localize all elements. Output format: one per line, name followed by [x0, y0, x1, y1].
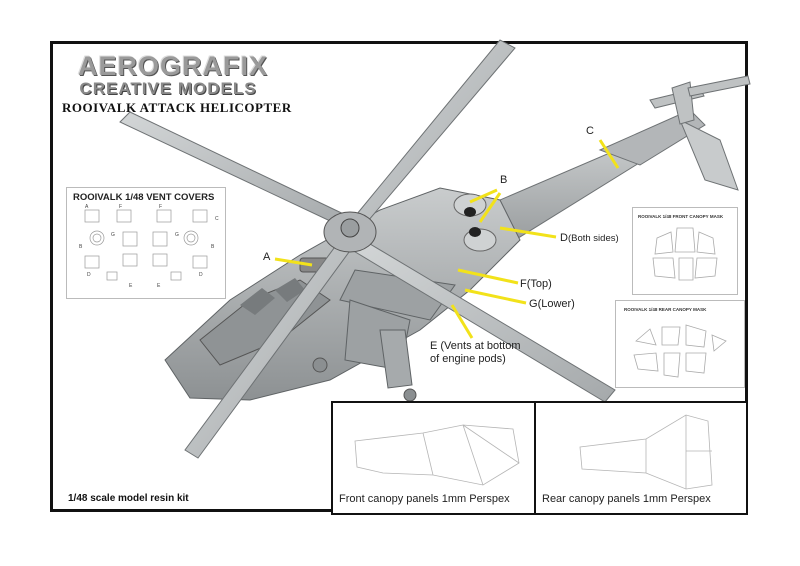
- rear-canopy-caption: Rear canopy panels 1mm Perspex: [542, 493, 711, 505]
- vent-letter: E: [157, 283, 161, 289]
- main-rotor: [119, 39, 616, 459]
- vent-letter: F: [119, 204, 123, 210]
- callout-f: F(Top): [520, 278, 552, 290]
- callout-arrows: [274, 139, 620, 339]
- vent-covers-panel: ROOIVALK 1/48 VENT COVERS A F F C G G B …: [66, 187, 226, 299]
- rear-canopy-mask-panel: ROOIVALK 1/48 REAR CANOPY MASK: [615, 300, 745, 388]
- vent-letter: G: [111, 232, 115, 238]
- vent-covers-title: ROOIVALK 1/48 VENT COVERS: [73, 192, 215, 203]
- vent-letter: E: [129, 283, 133, 289]
- scale-text: 1/48 scale model resin kit: [68, 493, 189, 504]
- rear-canopy-box: Rear canopy panels 1mm Perspex: [534, 401, 748, 515]
- front-canopy-drawing: [354, 424, 520, 486]
- callout-d: D(Both sides): [560, 232, 619, 244]
- callout-g-letter: G: [529, 298, 538, 310]
- front-canopy-mask-panel: ROOIVALK 1/48 FRONT CANOPY MASK: [632, 207, 738, 295]
- rear-mask-drawing: [633, 324, 727, 378]
- brand-line2: CREATIVE MODELS: [79, 79, 257, 98]
- vent-letter: D: [87, 272, 91, 278]
- vent-letter: A: [85, 204, 89, 210]
- vent-letter: G: [175, 232, 179, 238]
- fuselage: [164, 187, 521, 402]
- callout-c: C: [586, 125, 594, 137]
- callout-e: E (Vents at bottom of engine pods): [430, 340, 521, 366]
- front-mask-title: ROOIVALK 1/48 FRONT CANOPY MASK: [638, 214, 724, 219]
- vent-letter: C: [215, 216, 219, 222]
- callout-f-note: (Top): [526, 278, 552, 290]
- brand-logo: AEROGRAFIX CREATIVE MODELS: [78, 51, 269, 98]
- callout-f-letter: F: [520, 278, 527, 290]
- callout-d-note: (Both sides): [567, 233, 619, 244]
- callout-a: A: [263, 251, 271, 263]
- callout-g: G(Lower): [529, 298, 575, 310]
- vent-letter: D: [199, 272, 203, 278]
- front-mask-drawing: [652, 227, 718, 281]
- page-subtitle: ROOIVALK ATTACK HELICOPTER: [62, 100, 292, 115]
- callout-g-note: (Lower): [537, 298, 575, 310]
- front-canopy-box: Front canopy panels 1mm Perspex: [331, 401, 540, 515]
- vent-letter: F: [159, 204, 163, 210]
- rear-canopy-drawing: [579, 414, 713, 490]
- callout-b: B: [500, 174, 508, 186]
- vent-letter: B: [211, 244, 215, 250]
- front-canopy-caption: Front canopy panels 1mm Perspex: [339, 493, 510, 505]
- brand-line1: AEROGRAFIX: [78, 51, 269, 81]
- vent-letter: B: [79, 244, 83, 250]
- callout-e-line2: of engine pods): [430, 353, 506, 365]
- callout-e-line1: E (Vents at bottom: [430, 340, 521, 352]
- rear-mask-title: ROOIVALK 1/48 REAR CANOPY MASK: [624, 307, 707, 312]
- vent-covers-drawing: [84, 209, 208, 281]
- callout-d-letter: D: [560, 232, 568, 244]
